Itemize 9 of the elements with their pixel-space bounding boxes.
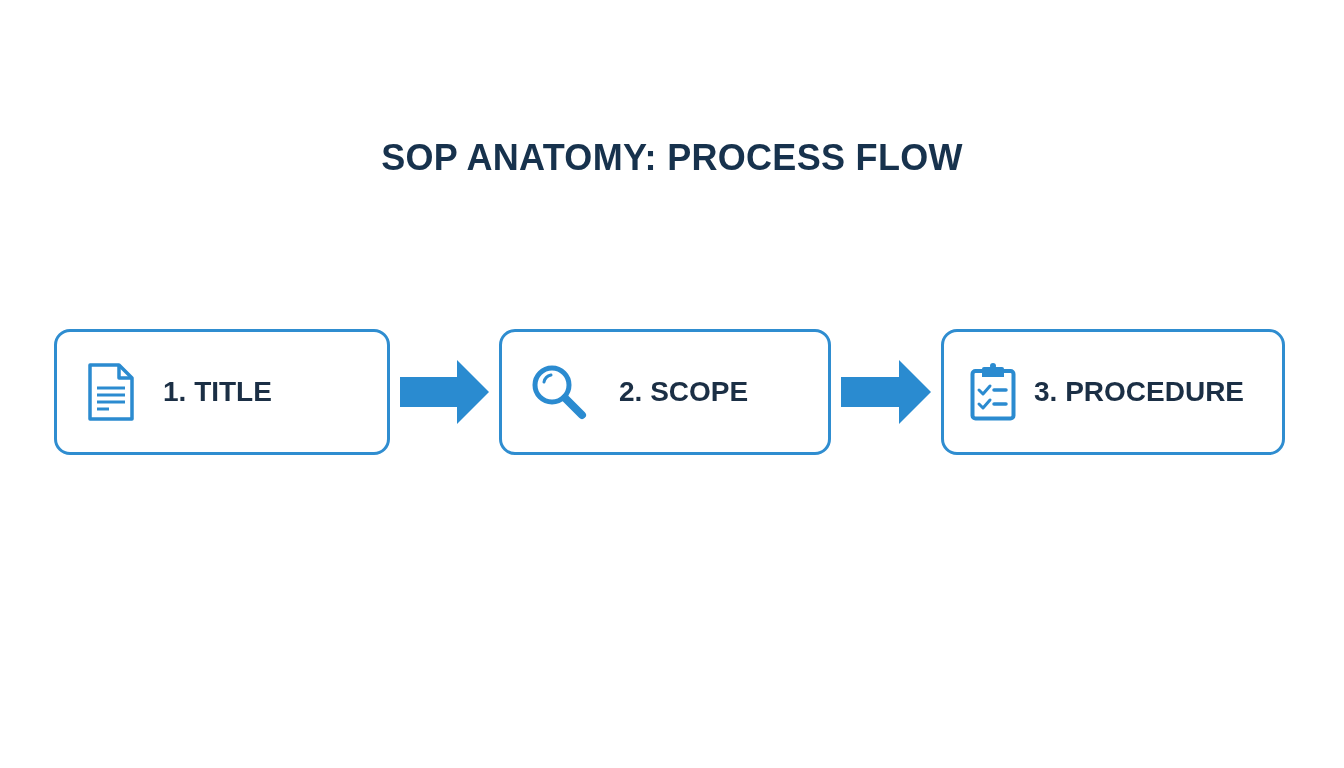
process-box	[941, 329, 1285, 455]
diagram-title: SOP ANATOMY: PROCESS FLOW	[381, 140, 963, 176]
process-box	[499, 329, 831, 455]
arrow	[400, 360, 489, 424]
step-label: 3. PROCEDURE	[1034, 378, 1245, 406]
arrow	[841, 360, 931, 424]
process-box	[54, 329, 390, 455]
step-label: 1. TITLE	[163, 378, 272, 406]
step-label: 2. SCOPE	[619, 378, 749, 406]
